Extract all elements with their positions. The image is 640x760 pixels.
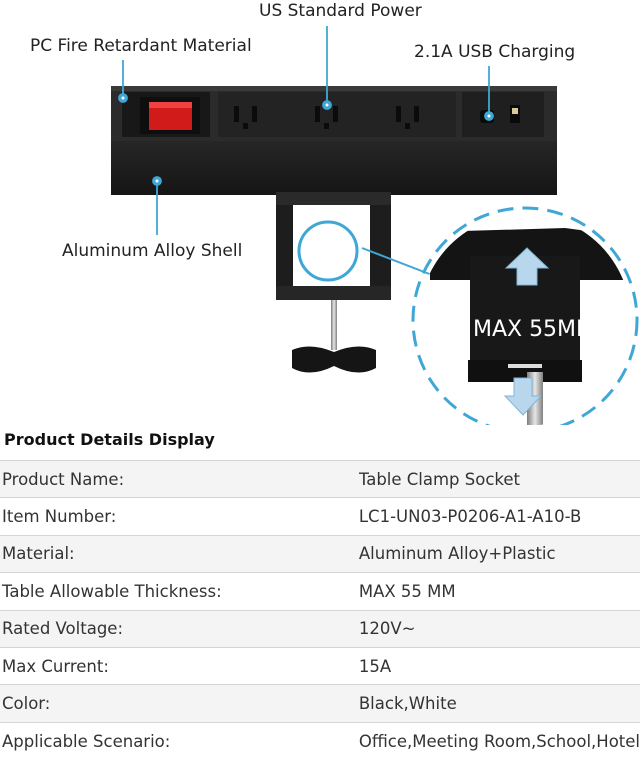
us-outlet-icon: [234, 106, 419, 129]
arrow-down-icon: [503, 377, 543, 416]
row-label: Rated Voltage:: [2, 619, 124, 639]
product-details-table: Product Name: Table Clamp Socket Item Nu…: [0, 460, 640, 760]
table-row: Color: Black,White: [0, 684, 640, 723]
magnified-thickness-view: MAX 55MM: [297, 206, 639, 425]
power-switch-icon: [140, 97, 200, 134]
details-heading: Product Details Display: [4, 430, 215, 449]
table-row: Rated Voltage: 120V~: [0, 610, 640, 648]
table-clamp: [276, 192, 391, 373]
product-illustration: MAX 55MM: [111, 26, 639, 425]
max-thickness-label: MAX 55MM: [473, 317, 595, 342]
callout-pc-fire-retardant: PC Fire Retardant Material: [30, 36, 252, 56]
table-row: Item Number: LC1-UN03-P0206-A1-A10-B: [0, 497, 640, 535]
row-value: Office,Meeting Room,School,Hotel: [358, 731, 640, 751]
table-row: Product Name: Table Clamp Socket: [0, 460, 640, 498]
alloy-shell: [111, 141, 557, 195]
row-value: Table Clamp Socket: [358, 469, 521, 489]
row-value: Aluminum Alloy+Plastic: [358, 544, 556, 564]
row-value: LC1-UN03-P0206-A1-A10-B: [358, 507, 582, 527]
row-label: Material:: [2, 544, 75, 564]
table-row: Applicable Scenario: Office,Meeting Room…: [0, 722, 640, 759]
callout-usb-charging: 2.1A USB Charging: [414, 42, 576, 62]
row-label: Color:: [2, 694, 51, 714]
row-label: Applicable Scenario:: [2, 731, 171, 751]
row-label: Max Current:: [2, 656, 109, 676]
table-row: Table Allowable Thickness: MAX 55 MM: [0, 572, 640, 610]
callout-aluminum-shell: Aluminum Alloy Shell: [62, 241, 243, 261]
row-label: Table Allowable Thickness:: [2, 581, 222, 601]
table-row: Material: Aluminum Alloy+Plastic: [0, 535, 640, 573]
row-value: 120V~: [358, 619, 416, 639]
table-row: Max Current: 15A: [0, 647, 640, 684]
row-label: Product Name:: [2, 469, 125, 489]
row-value: 15A: [358, 656, 392, 676]
row-value: Black,White: [358, 694, 457, 714]
row-value: MAX 55 MM: [358, 581, 456, 601]
row-label: Item Number:: [2, 507, 117, 527]
callout-us-standard-power: US Standard Power: [259, 1, 422, 21]
arrow-up-icon: [504, 247, 550, 286]
